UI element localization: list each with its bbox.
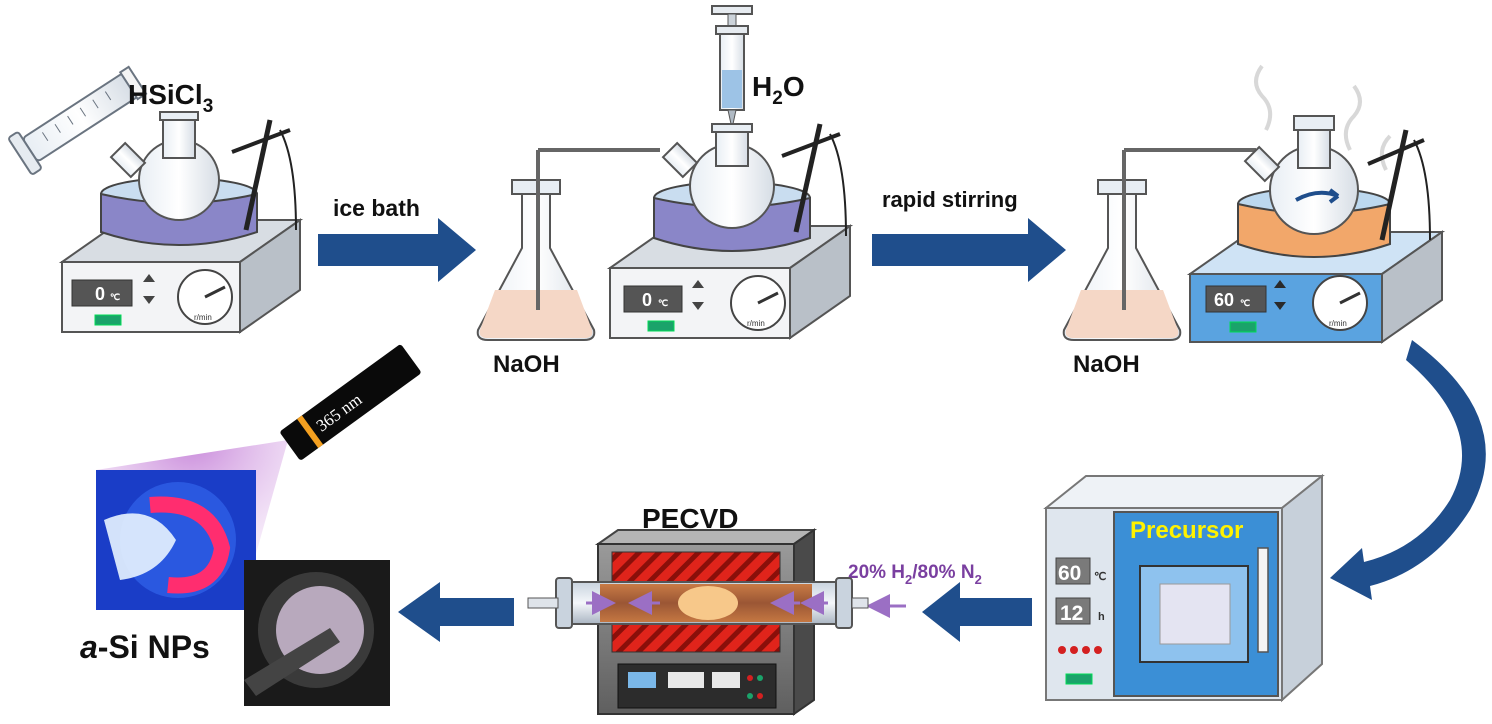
drying-oven: 60 ℃ 12 h [1043, 473, 1325, 703]
plasma-glow [678, 586, 738, 620]
svg-text:r/min: r/min [1329, 319, 1347, 328]
rapid-stirring-label: rapid stirring [882, 187, 1018, 212]
hotplate-2-temp: 0 [642, 290, 652, 310]
power-indicator-icon [1229, 321, 1257, 333]
stirring-arrow-icon [1295, 188, 1340, 204]
door-handle [1257, 547, 1269, 653]
photo-uv-fluorescence [96, 470, 256, 610]
three-neck-flask-2 [661, 123, 775, 229]
erlenmeyer-flask-1 [476, 148, 660, 341]
graduated-cylinder [8, 65, 148, 175]
syringe [711, 5, 753, 125]
hotplate-3-unit: ℃ [1240, 298, 1250, 308]
precursor-label: Precursor [1130, 517, 1243, 544]
hsicl3-label: HSiCl3 [128, 79, 213, 117]
h2o-label: H2O [752, 71, 805, 109]
oven-temp: 60 [1058, 562, 1081, 585]
naoh-label-1: NaOH [493, 351, 560, 378]
naoh-label-2: NaOH [1073, 351, 1140, 378]
gas-mixture-label: 20% H2/80% N2 [848, 562, 982, 587]
pecvd-label: PECVD [642, 503, 738, 534]
steam-lines [1254, 64, 1392, 171]
arrow-to-pecvd [922, 582, 1032, 642]
quartz-tube [527, 577, 869, 629]
arrow-rapid-stirring [872, 218, 1066, 282]
power-indicator-icon [647, 320, 675, 332]
temp-adjust-icon [143, 274, 155, 304]
hotplate-1-unit: ℃ [110, 292, 120, 302]
precursor-powder [1159, 583, 1231, 645]
ice-bath-label: ice bath [333, 195, 420, 221]
arrow-ice-bath [318, 218, 476, 282]
oven-power-icon [1065, 673, 1093, 685]
hotplate-3-temp: 60 [1214, 290, 1234, 310]
oven-time-unit: h [1098, 611, 1105, 623]
curved-arrow-to-oven [1330, 340, 1486, 600]
a-si-nps-label: a-Si NPs [80, 629, 210, 665]
erlenmeyer-flask-2 [1062, 148, 1256, 341]
hotplate-2-unit: ℃ [658, 298, 668, 308]
photo-mortar-powder [244, 560, 390, 706]
power-indicator-icon [94, 314, 122, 326]
svg-text:r/min: r/min [194, 313, 212, 322]
stand-clamp-1 [231, 119, 297, 231]
tube-furnace [594, 528, 818, 716]
three-neck-flask-1 [109, 111, 220, 221]
temp-adjust-icon [1274, 280, 1286, 310]
svg-text:r/min: r/min [747, 319, 765, 328]
stand-clamp-2 [781, 123, 847, 237]
stand-clamp-3 [1367, 129, 1431, 241]
oven-time: 12 [1060, 602, 1083, 625]
oven-temp-unit: ℃ [1094, 571, 1106, 583]
three-neck-flask-3 [1243, 115, 1359, 235]
temp-adjust-icon [692, 280, 704, 310]
hotplate-1-temp: 0 [95, 284, 105, 304]
arrow-to-product [398, 582, 514, 642]
